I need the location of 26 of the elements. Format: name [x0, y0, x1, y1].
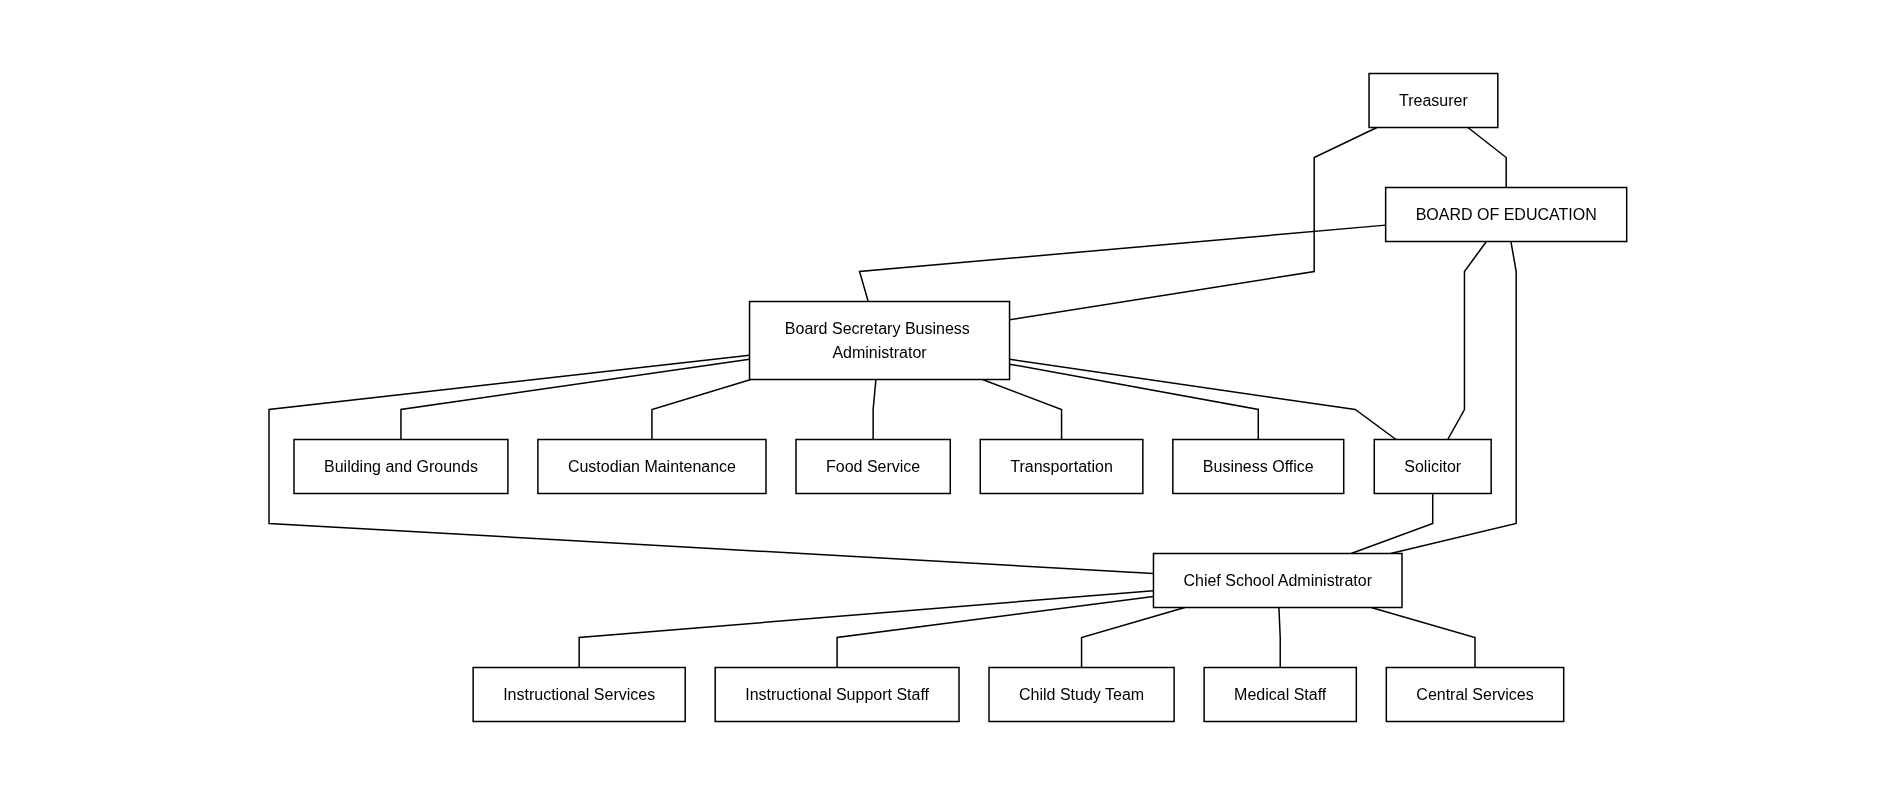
connector	[650, 378, 752, 441]
node-box: Chief School Administrator	[1152, 552, 1403, 609]
node-box: Central Services	[1385, 666, 1565, 723]
node-box: BOARD OF EDUCATION	[1384, 186, 1628, 243]
connector	[1277, 606, 1281, 669]
node-box: Solicitor	[1373, 438, 1492, 495]
node-box: Instructional Services	[472, 666, 686, 723]
connector	[1350, 492, 1434, 555]
node-box: Food Service	[794, 438, 951, 495]
node-box: Board Secretary Business Administrator	[748, 300, 1010, 381]
node-box: Custodian Maintenance	[536, 438, 767, 495]
connector	[1466, 126, 1507, 189]
connector	[267, 354, 1154, 575]
node-box: Treasurer	[1367, 72, 1499, 129]
connector	[836, 595, 1154, 669]
connector	[578, 589, 1154, 669]
connector	[981, 378, 1062, 441]
node-box: Instructional Support Staff	[714, 666, 960, 723]
node-box: Building and Grounds	[292, 438, 509, 495]
node-box: Child Study Team	[987, 666, 1175, 723]
node-box: Business Office	[1171, 438, 1345, 495]
connector	[1446, 240, 1487, 441]
node-box: Medical Staff	[1203, 666, 1357, 723]
node-box: Transportation	[979, 438, 1144, 495]
connector	[872, 378, 877, 441]
connector	[399, 358, 750, 441]
